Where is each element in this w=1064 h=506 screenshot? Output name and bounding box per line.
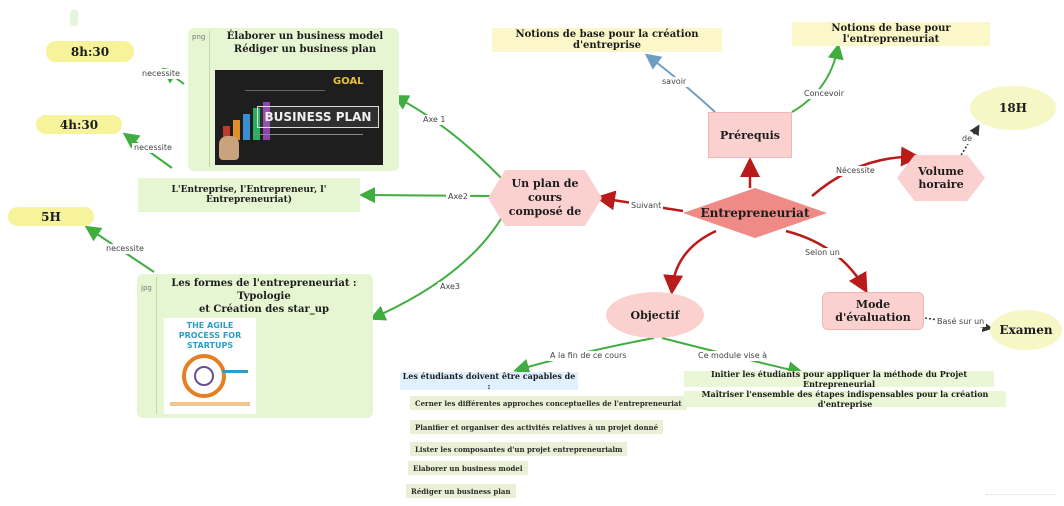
prerequis-node[interactable]: Prérequis: [708, 112, 792, 158]
agile-cycle-graphic: [182, 354, 226, 398]
axe2-topic-box[interactable]: L'Entreprise, l'Entrepreneur, l' Entrepr…: [138, 178, 360, 212]
edge-label-suivant: Suivant: [629, 201, 664, 211]
edge-label-necessite-2: necessite: [132, 143, 174, 153]
module-goal-item[interactable]: Maîtriser l'ensemble des étapes indispen…: [684, 389, 1006, 409]
student-goal-item[interactable]: Elaborer un business model: [408, 461, 528, 475]
axe1-title: Élaborer un business model Rédiger un bu…: [212, 30, 398, 56]
agile-arrow: [222, 370, 248, 373]
student-goal-item[interactable]: Lister les composantes d'un projet entre…: [410, 442, 628, 456]
axe3-line1: Les formes de l'entrepreneuriat : Typolo…: [171, 278, 357, 302]
notions-creation-node[interactable]: Notions de base pour la création d'entre…: [492, 28, 722, 52]
chart-bars-graphic: [223, 100, 283, 140]
agile-footer: [170, 402, 250, 406]
axe3-line2: et Création des star_up: [198, 304, 330, 315]
plan-hexagon-node[interactable]: Un plan de cours composé de: [488, 170, 602, 226]
student-goal-item[interactable]: Rédiger un business plan: [406, 484, 516, 498]
axe3-title: Les formes de l'entrepreneuriat : Typolo…: [159, 277, 369, 316]
students-header[interactable]: Les étudiants doivent être capables de :: [400, 371, 578, 391]
edge-label-necessite-3: necessite: [104, 244, 146, 254]
edge-evaluation: [785, 229, 868, 294]
edge-label-axe2: Axe2: [446, 192, 470, 202]
objectif-node[interactable]: Objectif: [606, 292, 704, 338]
axe3-topic-box[interactable]: jpg Les formes de l'entrepreneuriat : Ty…: [137, 274, 373, 418]
volume-horaire-node[interactable]: Volume horaire: [897, 155, 985, 201]
time-pill-4h30[interactable]: 4h:30: [36, 115, 122, 134]
axe1-line1: Élaborer un business model: [226, 31, 384, 42]
edge-axe3: [369, 211, 506, 321]
edge-label-concevoir: Concevoir: [802, 89, 847, 99]
axe1-line2: Rédiger un business plan: [233, 44, 377, 55]
module-goal-item[interactable]: Initier les étudiants pour appliquer la …: [684, 369, 994, 389]
file-type-jpg: jpg: [141, 284, 152, 292]
agile-process-image: THE AGILE PROCESS FOR STARTUPS: [164, 318, 256, 414]
agile-cycle-inner: [194, 366, 214, 386]
edge-de: [956, 124, 980, 163]
time-pill-5h[interactable]: 5H: [8, 207, 94, 226]
business-plan-image-text: BUSINESS PLAN: [257, 106, 379, 128]
mode-evaluation-node[interactable]: Mode d'évaluation: [822, 292, 924, 330]
edge-label-base: Basé sur un: [935, 317, 987, 327]
hours-18h-node[interactable]: 18H: [970, 86, 1056, 130]
edge-axe2: [359, 187, 491, 204]
scribble-graphic: [253, 134, 363, 135]
time-pill-8h30[interactable]: 8h:30: [46, 41, 134, 62]
file-type-png: png: [192, 33, 206, 41]
agile-image-title: THE AGILE PROCESS FOR STARTUPS: [178, 321, 242, 350]
edge-axe1: [392, 95, 506, 183]
edge-concevoir: [791, 43, 844, 113]
scribble-graphic-2: [245, 90, 325, 91]
watermark-mark: [986, 494, 1056, 497]
edge-volume: [811, 146, 921, 197]
box-separator: [209, 31, 210, 167]
edge-label-de: de: [960, 134, 974, 144]
edge-label-axe3: Axe3: [438, 282, 462, 292]
faint-marker: [70, 10, 78, 26]
goal-image-text: GOAL: [333, 76, 364, 87]
student-goal-item[interactable]: Planifier et organiser des activités rel…: [410, 420, 664, 434]
edge-label-fin: A la fin de ce cours: [548, 351, 629, 361]
examen-node[interactable]: Examen: [990, 310, 1062, 350]
edge-label-module: Ce module vise à: [696, 351, 770, 361]
edge-label-axe1: Axe 1: [421, 115, 448, 125]
edge-label-savoir: savoir: [660, 77, 689, 87]
edge-label-selon: Selon un: [803, 248, 842, 258]
notions-entrepreneuriat-node[interactable]: Notions de base pour l'entrepreneuriat: [792, 22, 990, 46]
axe1-topic-box[interactable]: png Élaborer un business model Rédiger u…: [188, 28, 399, 171]
business-plan-image: BUSINESS PLAN GOAL: [215, 70, 383, 165]
hand-graphic: [219, 136, 239, 160]
box-separator: [156, 277, 157, 414]
student-goal-item[interactable]: Cerner les différentes approches concept…: [410, 396, 687, 410]
edge-label-necessite-center: Nécessite: [834, 166, 877, 176]
edge-label-necessite-1: necessite: [140, 69, 182, 79]
edge-objectif: [663, 229, 717, 295]
